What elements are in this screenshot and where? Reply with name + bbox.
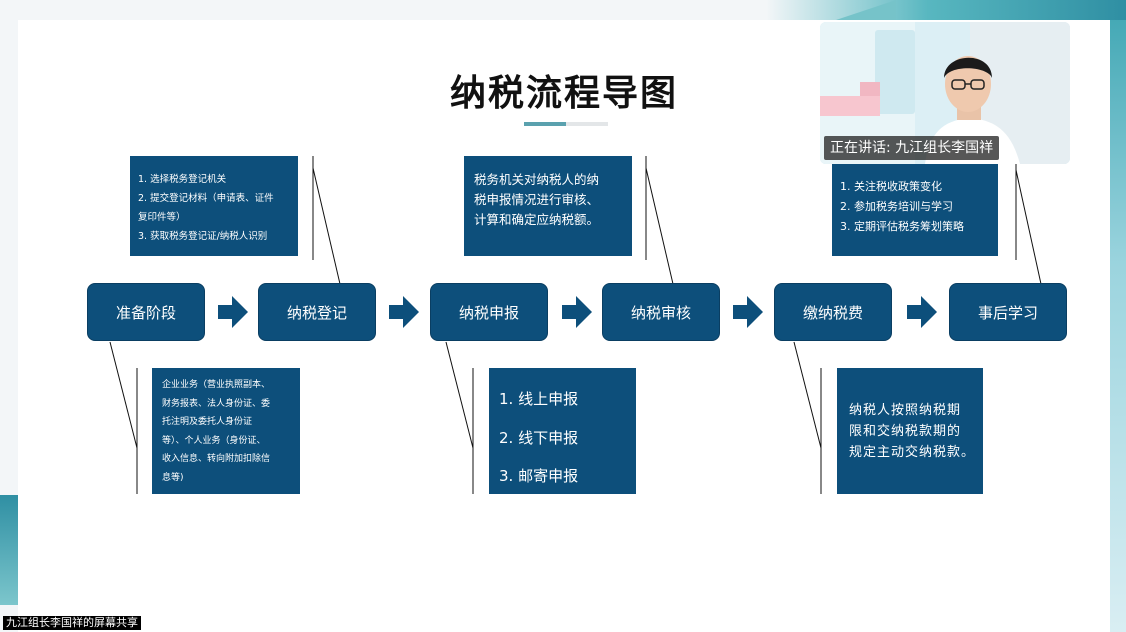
background-right-strip (1110, 20, 1126, 632)
background-left-strip (0, 495, 18, 605)
background-triangle (836, 0, 896, 20)
payment-note-box: 纳税人按照纳税期 限和交纳税款期的 规定主动交纳税款。 (837, 368, 983, 494)
stage-payment[interactable]: 缴纳税费 (774, 283, 892, 341)
stage-registration[interactable]: 纳税登记 (258, 283, 376, 341)
audit-note-box: 税务机关对纳税人的纳 税申报情况进行审核、 计算和确定应纳税额。 (464, 156, 632, 256)
stage-audit[interactable]: 纳税审核 (602, 283, 720, 341)
audit-note-line: 税申报情况进行审核、 (474, 192, 600, 207)
material-line: 企业业务（营业执照副本、 (162, 380, 271, 390)
list-item: 2. 参加税务培训与学习 (840, 200, 953, 213)
audit-note-line: 计算和确定应纳税额。 (474, 212, 600, 227)
right-arrow-icon (389, 296, 419, 328)
list-item: 3. 邮寄申报 (499, 467, 579, 485)
preparation-materials-box: 企业业务（营业执照副本、 财务报表、法人身份证、委 托注明及委托人身份证 等）、… (152, 368, 300, 494)
right-arrow-icon (218, 296, 248, 328)
list-item: 复印件等） (138, 212, 186, 223)
list-item: 3. 定期评估税务筹划策略 (840, 220, 964, 233)
background-teal-band (766, 0, 1126, 20)
stage-preparation[interactable]: 准备阶段 (87, 283, 205, 341)
payment-note-line: 限和交纳税款期的 (849, 424, 962, 439)
connector-learning-diagonal (1015, 169, 1042, 285)
connector-filing-diagonal (445, 341, 474, 449)
list-item: 2. 线下申报 (499, 428, 579, 447)
filing-methods-box: 1. 线上申报 2. 线下申报 3. 邮寄申报 (489, 368, 636, 494)
material-line: 财务报表、法人身份证、委 (162, 398, 271, 409)
speaker-label: 正在讲话: 九江组长李国祥 (824, 136, 1000, 160)
connector-preparation-diagonal (109, 341, 138, 449)
screen-share-label: 九江组长李国祥的屏幕共享 (3, 616, 141, 630)
right-arrow-icon (562, 296, 592, 328)
title-underline (524, 122, 608, 126)
connector-payment-diagonal (793, 341, 822, 449)
speaker-video[interactable]: 正在讲话: 九江组长李国祥 (820, 22, 1070, 164)
title-underline-accent (524, 122, 566, 126)
list-item: 1. 线上申报 (499, 390, 579, 408)
connector-registration-diagonal (312, 167, 341, 285)
audit-note-line: 税务机关对纳税人的纳 (474, 172, 600, 187)
payment-note-line: 纳税人按照纳税期 (849, 403, 962, 418)
list-item: 2. 提交登记材料（申请表、证件 (138, 193, 274, 204)
right-arrow-icon (733, 296, 763, 328)
payment-note-line: 规定主动交纳税款。 (849, 445, 976, 460)
slide-title: 纳税流程导图 (449, 73, 678, 114)
material-line: 息等) (162, 472, 184, 483)
right-arrow-icon (907, 296, 937, 328)
material-line: 等）、个人业务（身份证、 (162, 435, 266, 446)
stage-filing[interactable]: 纳税申报 (430, 283, 548, 341)
registration-steps-box: 1. 选择税务登记机关 2. 提交登记材料（申请表、证件 复印件等） 3. 获取… (130, 156, 298, 256)
learning-steps-box: 1. 关注税收政策变化 2. 参加税务培训与学习 3. 定期评估税务筹划策略 (832, 160, 998, 256)
material-line: 托注明及委托人身份证 (162, 417, 253, 428)
stage-learning[interactable]: 事后学习 (949, 283, 1067, 341)
list-item: 3. 获取税务登记证/纳税人识别 (138, 231, 268, 242)
list-item: 1. 关注税收政策变化 (840, 180, 942, 193)
list-item: 1. 选择税务登记机关 (138, 174, 227, 185)
material-line: 收入信息、转向附加扣除信 (162, 454, 271, 465)
connector-audit-diagonal (645, 167, 674, 285)
